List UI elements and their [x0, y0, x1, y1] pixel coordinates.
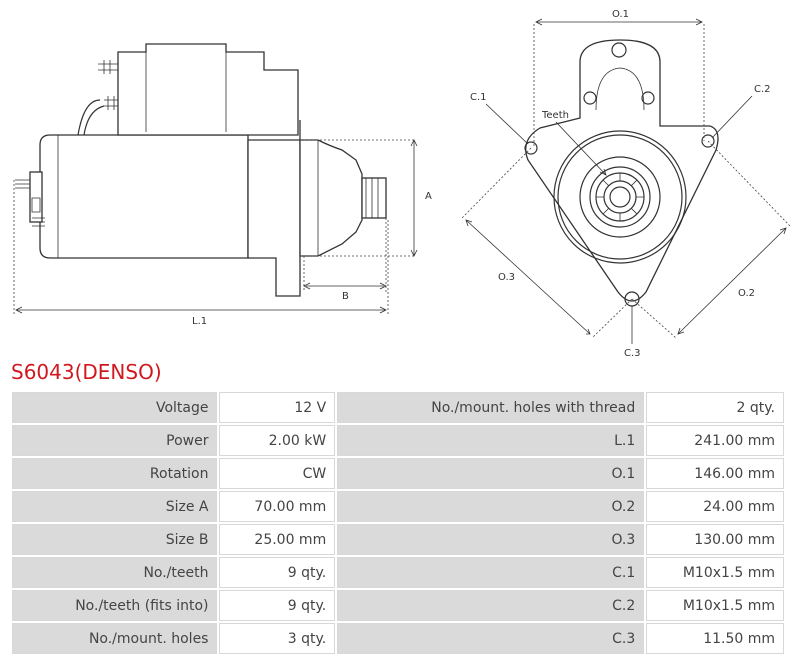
dim-l1-label: L.1 — [192, 316, 207, 327]
spec-label: L.1 — [337, 425, 645, 456]
spec-value: 9 qty. — [219, 557, 336, 588]
table-row: Rotation CW O.1 146.00 mm — [12, 458, 784, 489]
spec-value: 12 V — [219, 392, 336, 423]
table-row: No./teeth (fits into) 9 qty. C.2 M10x1.5… — [12, 590, 784, 621]
spec-label: O.3 — [337, 524, 645, 555]
spec-label: No./teeth — [12, 557, 218, 588]
spec-label: Voltage — [12, 392, 218, 423]
spec-label: No./mount. holes — [12, 623, 218, 654]
starter-front-view: Teeth O.1 O.3 O.2 C.1 C.2 C.3 — [461, 9, 791, 359]
spec-label: O.2 — [337, 491, 645, 522]
spec-value: 24.00 mm — [646, 491, 784, 522]
spec-label: O.1 — [337, 458, 645, 489]
spec-value: M10x1.5 mm — [646, 557, 784, 588]
spec-label: No./teeth (fits into) — [12, 590, 218, 621]
spec-label: C.1 — [337, 557, 645, 588]
spec-value: 2 qty. — [646, 392, 784, 423]
table-row: Size A 70.00 mm O.2 24.00 mm — [12, 491, 784, 522]
teeth-label: Teeth — [541, 110, 569, 121]
spec-value: CW — [219, 458, 336, 489]
table-row: No./teeth 9 qty. C.1 M10x1.5 mm — [12, 557, 784, 588]
specs-table: Voltage 12 V No./mount. holes with threa… — [10, 390, 786, 656]
dim-b-label: B — [342, 291, 349, 302]
product-title: S6043(DENSO) — [11, 360, 162, 384]
spec-value: 3 qty. — [219, 623, 336, 654]
spec-label: C.3 — [337, 623, 645, 654]
spec-value: 241.00 mm — [646, 425, 784, 456]
spec-label: C.2 — [337, 590, 645, 621]
table-row: No./mount. holes 3 qty. C.3 11.50 mm — [12, 623, 784, 654]
dim-o1-label: O.1 — [612, 9, 629, 20]
table-row: Voltage 12 V No./mount. holes with threa… — [12, 392, 784, 423]
spec-label: Rotation — [12, 458, 218, 489]
spec-value: 70.00 mm — [219, 491, 336, 522]
spec-value: 146.00 mm — [646, 458, 784, 489]
table-row: Power 2.00 kW L.1 241.00 mm — [12, 425, 784, 456]
spec-value: 2.00 kW — [219, 425, 336, 456]
spec-value: 11.50 mm — [646, 623, 784, 654]
c1-label: C.1 — [470, 92, 487, 103]
spec-value: 130.00 mm — [646, 524, 784, 555]
table-row: Size B 25.00 mm O.3 130.00 mm — [12, 524, 784, 555]
starter-side-view: A B L.1 — [13, 43, 432, 327]
spec-value: 9 qty. — [219, 590, 336, 621]
dim-o3-label: O.3 — [498, 272, 515, 283]
spec-label: Size A — [12, 491, 218, 522]
dim-o2-label: O.2 — [738, 288, 755, 299]
dim-a-label: A — [425, 191, 432, 202]
c2-label: C.2 — [754, 84, 771, 95]
spec-value: M10x1.5 mm — [646, 590, 784, 621]
starter-technical-drawing: A B L.1 Teeth — [13, 9, 791, 359]
c3-label: C.3 — [624, 348, 641, 359]
spec-label: No./mount. holes with thread — [337, 392, 645, 423]
spec-value: 25.00 mm — [219, 524, 336, 555]
spec-label: Size B — [12, 524, 218, 555]
spec-label: Power — [12, 425, 218, 456]
